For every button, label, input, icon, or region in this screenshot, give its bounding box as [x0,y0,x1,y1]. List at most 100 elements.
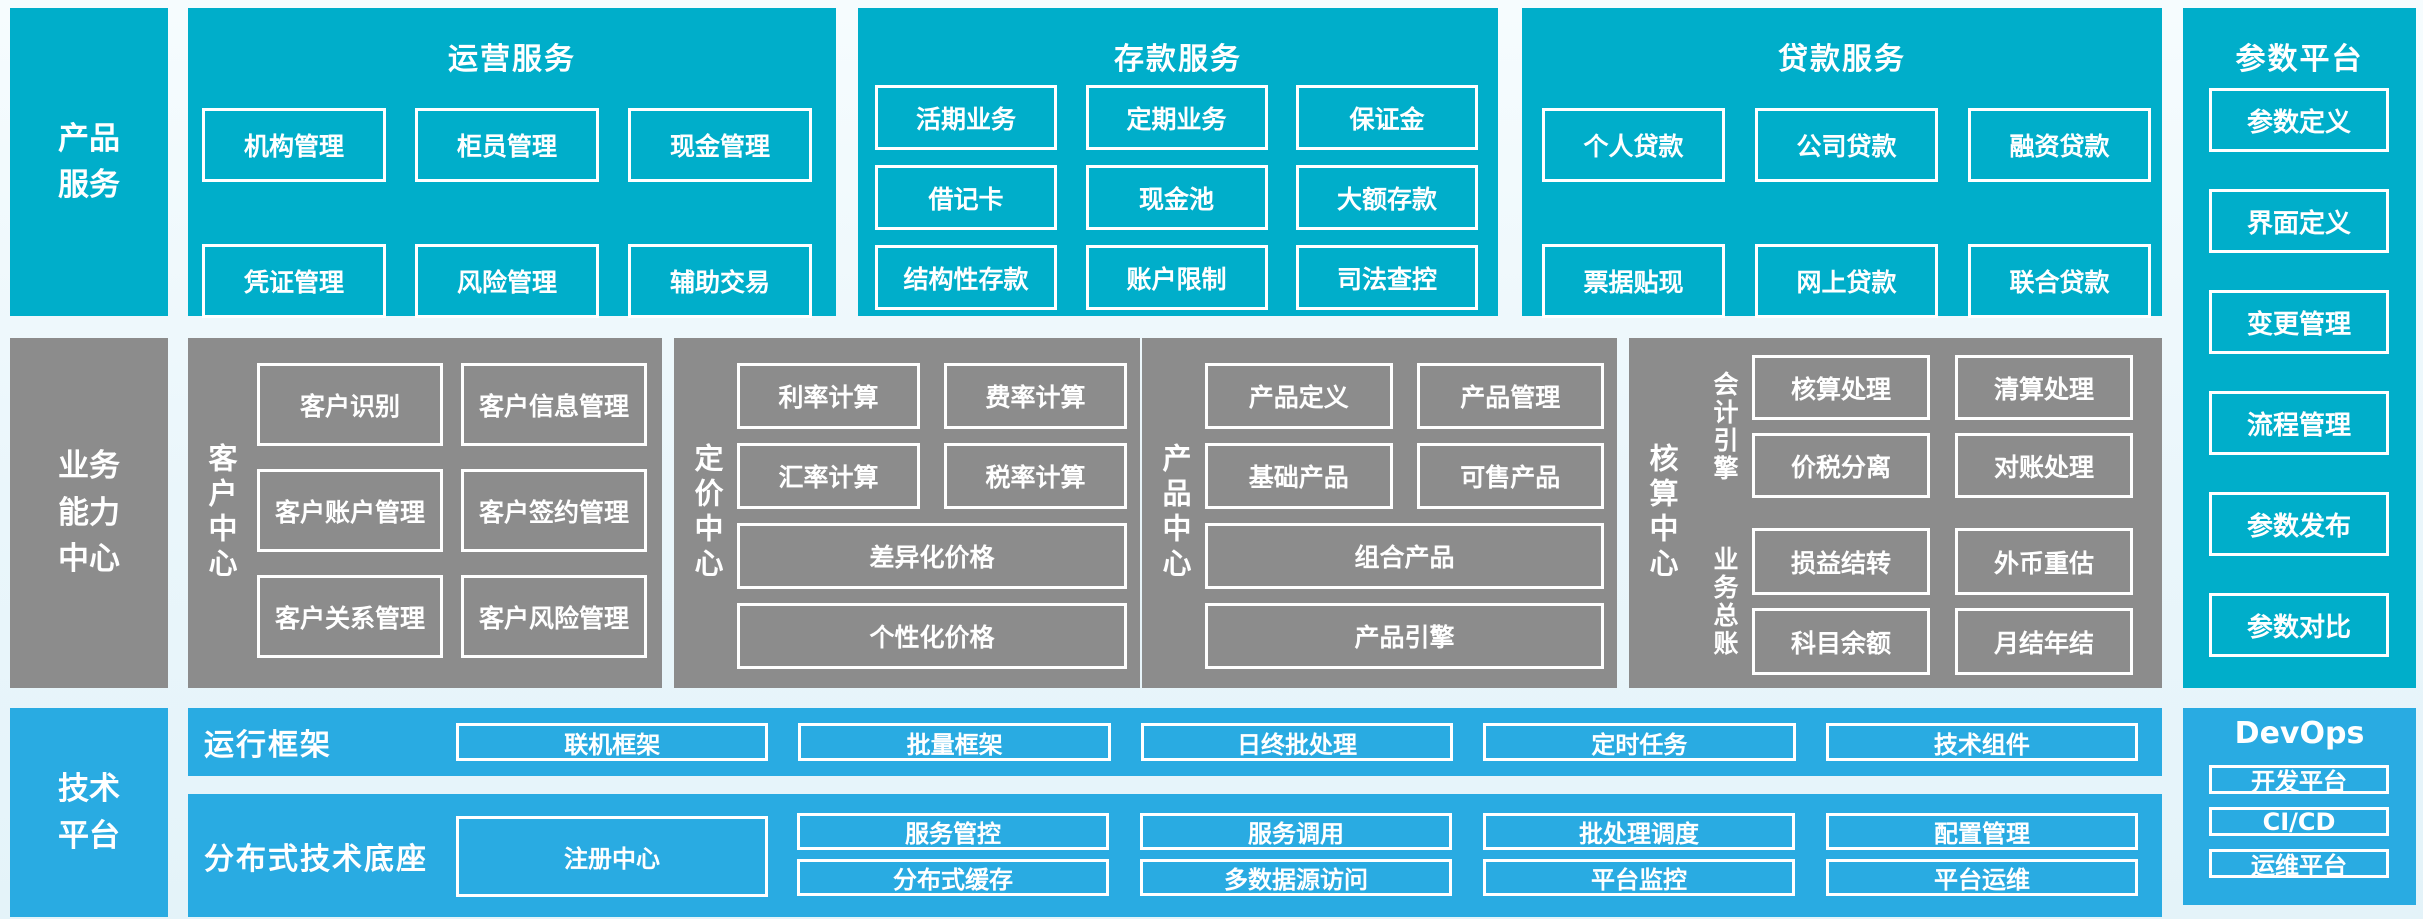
service-box: 现金池 [1085,165,1268,230]
capability-box: 客户关系管理 [257,575,443,658]
capability-box: 产品定义 [1205,363,1393,429]
sidebar-label-line: 产品 [58,120,120,157]
customer-box-grid: 客户识别 客户信息管理 客户账户管理 客户签约管理 客户关系管理 客户风险管理 [257,363,647,658]
deposit-box-grid: 活期业务 定期业务 保证金 借记卡 现金池 大额存款 结构性存款 账户限制 司法… [875,85,1478,310]
capability-box-wide: 差异化价格 [737,523,1127,589]
section-devops: DevOps 开发平台 CI/CD 运维平台 [2183,708,2416,905]
service-box: 参数定义 [2209,88,2389,152]
box-row: 基础产品 可售产品 [1205,443,1604,509]
service-box: 界面定义 [2209,189,2389,253]
section-title: 参数平台 [2235,42,2364,77]
section-vertical-title: 产品中心 [1158,443,1192,583]
section-accounting-center: 核算中心 会计引擎 核算处理 清算处理 价税分离 对账处理 业务总账 损益结转 … [1629,338,2162,688]
tech-box: 批处理调度 [1483,813,1795,850]
capability-box: 可售产品 [1416,443,1604,509]
capability-box: 月结年结 [1955,608,2133,675]
service-box: 账户限制 [1085,245,1268,310]
section-pricing-center: 定价中心 利率计算 费率计算 汇率计算 税率计算 差异化价格 个性化价格 [674,338,1140,688]
service-box: 流程管理 [2209,391,2389,455]
sidebar-label-line: 业务 [58,448,120,485]
capability-box: 客户信息管理 [461,363,647,446]
capability-box: 客户风险管理 [461,575,647,658]
capability-box: 损益结转 [1752,528,1930,595]
distributed-box-grid: 服务管控 服务调用 批处理调度 配置管理 分布式缓存 多数据源访问 平台监控 平… [797,813,2138,896]
accounting-engine-grid: 核算处理 清算处理 价税分离 对账处理 [1752,355,2133,498]
tech-box: 服务调用 [1140,813,1452,850]
runtime-box-row: 联机框架 批量框架 日终批处理 定时任务 技术组件 [456,723,2139,761]
accounting-engine-group: 会计引擎 核算处理 清算处理 价税分离 对账处理 [1705,355,2133,498]
service-box: 联合贷款 [1968,244,2151,318]
registry-center-box: 注册中心 [456,816,768,897]
section-customer-center: 客户中心 客户识别 客户信息管理 客户账户管理 客户签约管理 客户关系管理 客户… [188,338,662,688]
section-vertical-title: 客户中心 [204,443,238,583]
section-deposit-services: 存款服务 活期业务 定期业务 保证金 借记卡 现金池 大额存款 结构性存款 账户… [858,8,1498,316]
section-title: 运营服务 [448,42,576,77]
loan-box-grid: 个人贷款 公司贷款 融资贷款 票据贴现 网上贷款 联合贷款 [1542,108,2151,318]
business-ledger-grid: 损益结转 外币重估 科目余额 月结年结 [1752,528,2133,675]
service-box: 风险管理 [415,244,599,318]
tech-box: 分布式缓存 [797,859,1109,896]
service-box: 司法查控 [1296,245,1478,310]
box-row: 汇率计算 税率计算 [737,443,1127,509]
tech-box: CI/CD [2209,807,2389,836]
tech-box: 联机框架 [456,723,769,761]
pricing-box-stack: 利率计算 费率计算 汇率计算 税率计算 差异化价格 个性化价格 [737,363,1127,669]
service-box: 活期业务 [875,85,1057,150]
capability-box-wide: 产品引擎 [1205,603,1604,669]
capability-box: 科目余额 [1752,608,1930,675]
section-parameter-platform: 参数平台 参数定义 界面定义 变更管理 流程管理 参数发布 参数对比 [2183,8,2416,688]
section-title: 存款服务 [1114,42,1242,77]
sidebar-business-capability-center: 业务 能力 中心 [10,338,168,688]
sidebar-label-line: 技术 [58,771,120,807]
service-box: 融资贷款 [1968,108,2151,182]
service-box: 定期业务 [1085,85,1268,150]
operations-box-grid: 机构管理 柜员管理 现金管理 凭证管理 风险管理 辅助交易 [202,108,812,318]
service-box: 机构管理 [202,108,386,182]
sidebar-label-line: 能力 [58,494,120,531]
tech-box: 技术组件 [1825,723,2139,761]
service-box: 参数发布 [2209,492,2389,556]
tech-box: 平台运维 [1826,859,2138,896]
tech-box: 开发平台 [2209,765,2389,796]
capability-box: 对账处理 [1955,433,2133,498]
capability-box: 客户识别 [257,363,443,446]
business-ledger-group: 业务总账 损益结转 外币重估 科目余额 月结年结 [1705,528,2133,675]
section-title: 贷款服务 [1778,42,1906,77]
capability-box: 产品管理 [1416,363,1604,429]
service-box: 借记卡 [875,165,1057,230]
box-row: 利率计算 费率计算 [737,363,1127,429]
tech-box: 日终批处理 [1140,723,1454,761]
section-runtime-framework: 运行框架 联机框架 批量框架 日终批处理 定时任务 技术组件 [188,708,2162,776]
section-product-center: 产品中心 产品定义 产品管理 基础产品 可售产品 组合产品 产品引擎 [1142,338,1617,688]
group-vertical-label: 会计引擎 [1710,370,1739,483]
tech-box: 定时任务 [1483,723,1796,761]
tech-box: 服务管控 [797,813,1109,850]
group-vertical-label: 业务总账 [1710,545,1739,658]
capability-box-wide: 组合产品 [1205,523,1604,589]
section-distributed-tech-base: 分布式技术底座 注册中心 服务管控 服务调用 批处理调度 配置管理 分布式缓存 … [188,794,2162,917]
capability-box: 基础产品 [1205,443,1393,509]
section-title: DevOps [2234,716,2365,751]
service-box: 辅助交易 [628,244,812,318]
tech-box: 多数据源访问 [1140,859,1452,896]
capability-box: 清算处理 [1955,355,2133,420]
capability-box: 费率计算 [944,363,1127,429]
service-box: 参数对比 [2209,593,2389,657]
capability-box: 客户账户管理 [257,469,443,552]
sidebar-label-line: 中心 [58,541,120,578]
box-row: 产品定义 产品管理 [1205,363,1604,429]
parameter-box-list: 参数定义 界面定义 变更管理 流程管理 参数发布 参数对比 [2209,88,2389,657]
capability-box: 外币重估 [1955,528,2133,595]
service-box: 现金管理 [628,108,812,182]
service-box: 票据贴现 [1542,244,1725,318]
service-box: 柜员管理 [415,108,599,182]
capability-box: 价税分离 [1752,433,1930,498]
devops-box-list: 开发平台 CI/CD 运维平台 [2209,765,2389,880]
capability-box: 汇率计算 [737,443,920,509]
service-box: 大额存款 [1296,165,1478,230]
sidebar-label-line: 平台 [58,817,120,854]
service-box: 保证金 [1296,85,1478,150]
capability-box: 利率计算 [737,363,920,429]
service-box: 网上贷款 [1755,244,1938,318]
